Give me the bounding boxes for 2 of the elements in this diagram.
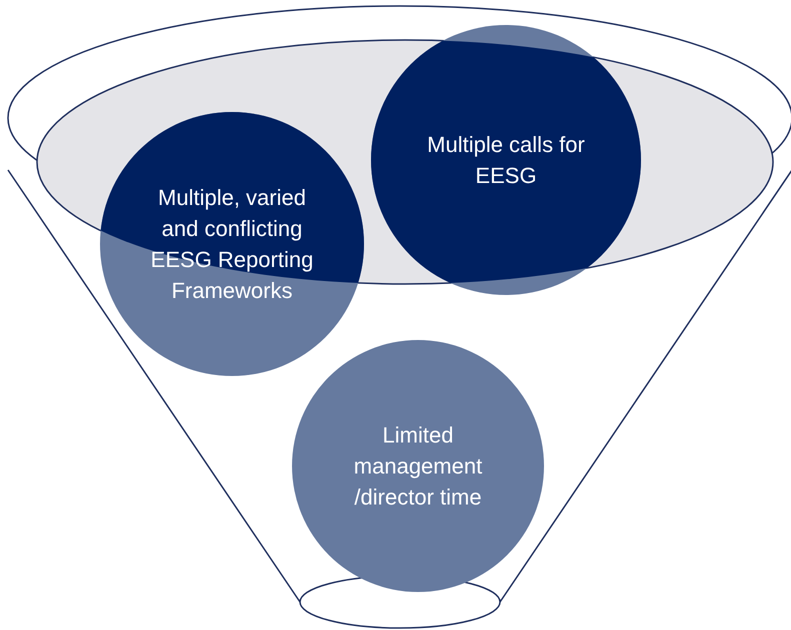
circle-text: Multiple calls for EESG bbox=[426, 131, 586, 190]
circle-text: Limited management /director time bbox=[352, 422, 484, 512]
